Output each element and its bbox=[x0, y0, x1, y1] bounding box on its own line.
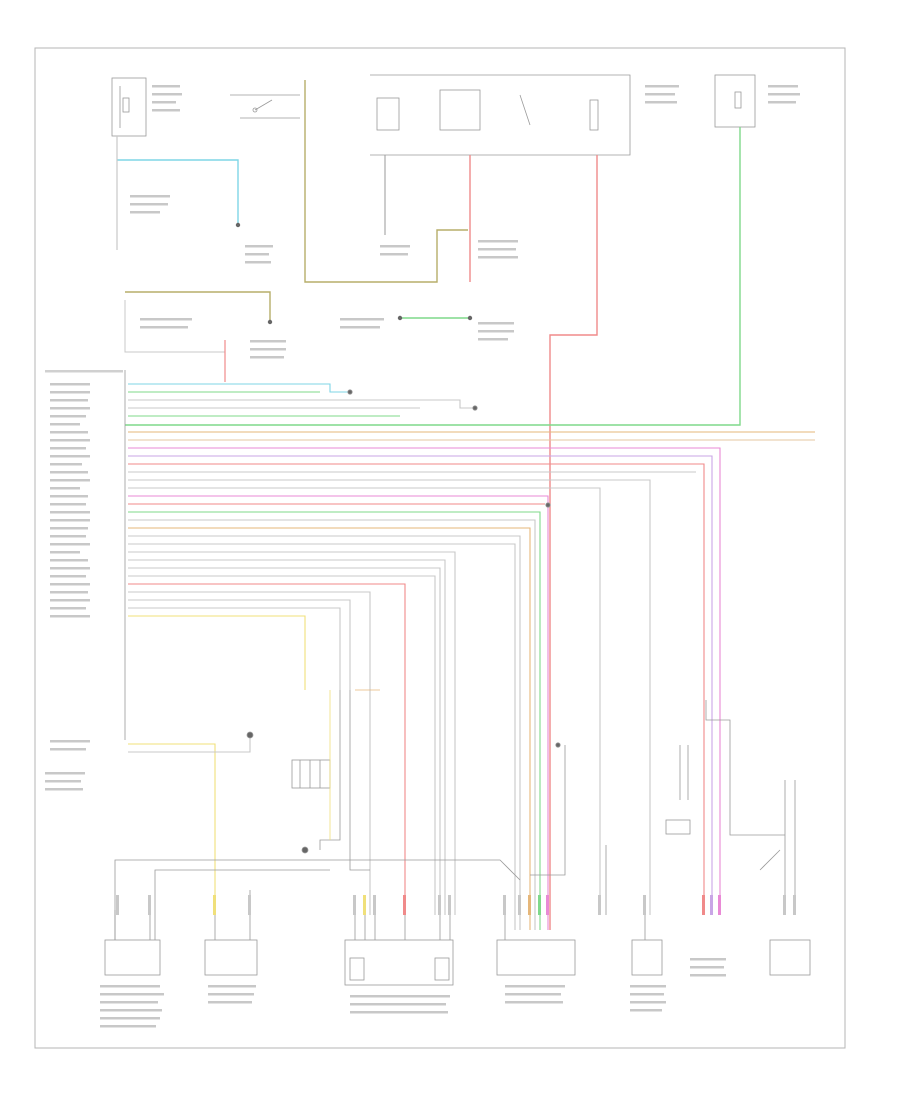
ignition-switch bbox=[230, 94, 300, 119]
center-fuse-box bbox=[370, 74, 631, 156]
bottom-captions bbox=[100, 958, 726, 1028]
wire-green-right bbox=[125, 127, 741, 426]
splice-green-2 bbox=[467, 315, 473, 321]
right-relay-group bbox=[605, 700, 796, 915]
splice-olive bbox=[267, 319, 273, 325]
wire-yg-left bbox=[125, 291, 271, 320]
component-oxygen-sensor-left bbox=[104, 910, 161, 976]
wire-olive bbox=[304, 80, 468, 283]
bottom-pin-tags bbox=[116, 895, 796, 915]
diagram-frame bbox=[34, 47, 846, 1049]
top-right-fuse-block bbox=[714, 74, 756, 128]
wire-grey-left bbox=[124, 300, 226, 380]
top-labels bbox=[130, 85, 800, 359]
splice-cyan bbox=[235, 222, 241, 228]
splice-green bbox=[397, 315, 403, 321]
component-transmission-connector bbox=[344, 900, 454, 986]
wire-red-right bbox=[549, 155, 598, 930]
component-harness-connector bbox=[496, 900, 576, 976]
component-relay-bottom-right bbox=[769, 939, 811, 976]
component-sensor-second bbox=[204, 939, 258, 976]
bottom-frame-wires bbox=[114, 859, 521, 940]
mid-components bbox=[246, 389, 566, 876]
wire-cyan-top bbox=[117, 159, 239, 225]
top-left-fuse-block bbox=[111, 77, 147, 137]
bus-wires bbox=[128, 383, 815, 930]
pcm-connector-pins bbox=[45, 370, 126, 791]
component-vss bbox=[631, 900, 663, 976]
